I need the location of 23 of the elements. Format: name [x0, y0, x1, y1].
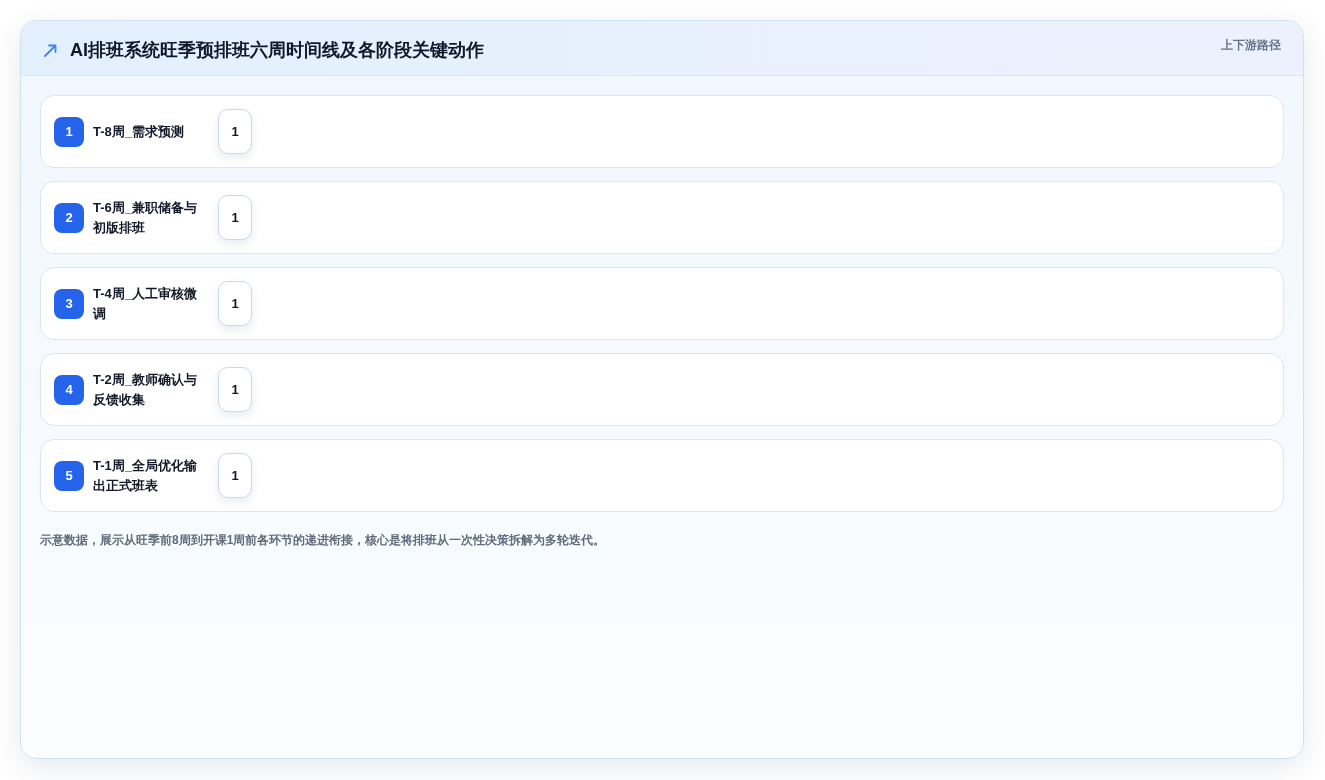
phase-label: T-4周_人工审核微调: [93, 284, 198, 323]
diagram-title: AI排班系统旺季预排班六周时间线及各阶段关键动作: [70, 39, 484, 62]
count-tile: 1: [218, 367, 252, 412]
header-note: 上下游路径: [1221, 37, 1281, 54]
phase-label: T-1周_全局优化输出正式班表: [93, 456, 198, 495]
step-number-badge: 1: [54, 116, 84, 147]
phase-row: [40, 267, 1284, 340]
step-number-badge: 4: [54, 374, 84, 405]
step-number-badge: 5: [54, 460, 84, 491]
count-tile: 1: [218, 281, 252, 326]
step-number-badge: 3: [54, 288, 84, 319]
count-tile: 1: [218, 109, 252, 154]
phase-row: [40, 95, 1284, 168]
phase-label: T-2周_教师确认与反馈收集: [93, 370, 198, 409]
phase-row: [40, 353, 1284, 426]
phase-row: [40, 181, 1284, 254]
phase-row: [40, 439, 1284, 512]
phase-label: T-8周_需求预测: [93, 122, 184, 141]
caption-note: 示意数据，展示从旺季前8周到开课1周前各环节的递进衔接，核心是将排班从一次性决策拆解为多轮迭代。: [40, 532, 607, 549]
count-tile: 1: [218, 453, 252, 498]
phase-label: T-6周_兼职储备与初版排班: [93, 198, 198, 237]
count-tile: 1: [218, 195, 252, 240]
step-number-badge: 2: [54, 202, 84, 233]
